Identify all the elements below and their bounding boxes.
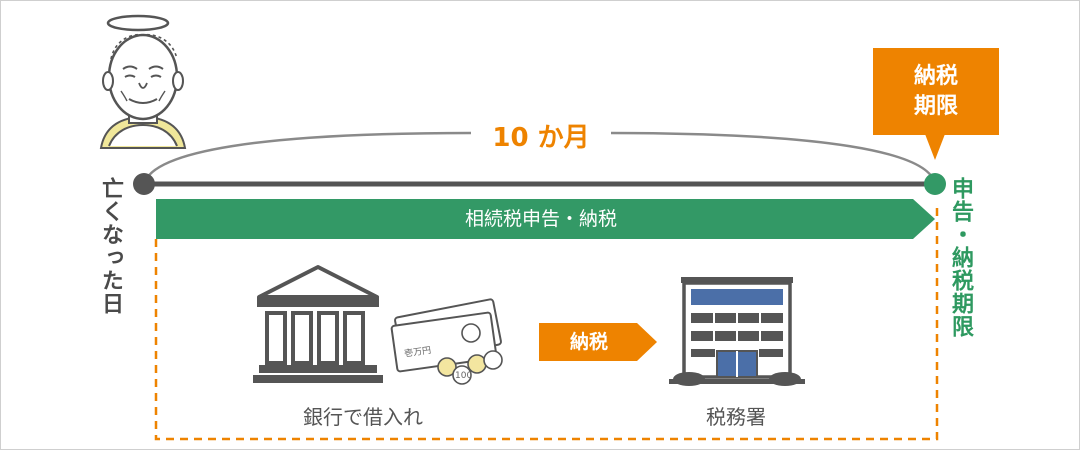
halo-icon [106, 14, 170, 32]
payment-label: 納税 [569, 331, 608, 353]
filing-banner [156, 199, 935, 239]
end-label: 申告・納税期限 [948, 177, 973, 338]
banner-label: 相続税申告・納税 [464, 208, 617, 230]
callout-line2: 期限 [913, 93, 958, 119]
dashed-bracket [154, 207, 939, 441]
money-icon: 壱万円 100 [390, 298, 503, 385]
deceased-person-illustration [99, 14, 187, 149]
tax-office-caption: 税務署 [706, 405, 766, 429]
payment-arrow [539, 323, 657, 361]
period-bracket-left [142, 131, 472, 185]
banknote-text: 壱万円 [403, 344, 431, 360]
bank-icon [253, 265, 383, 383]
callout-tail [925, 134, 945, 160]
start-dot [133, 173, 155, 195]
period-bracket-right [608, 131, 937, 185]
end-dot [924, 173, 946, 195]
callout-line1: 納税 [913, 63, 958, 89]
period-label: 10 か月 [471, 117, 611, 154]
bank-caption: 銀行で借入れ [303, 405, 423, 429]
tax-office-icon [669, 277, 805, 386]
deadline-callout: 納税 期限 [873, 48, 999, 135]
start-label: 亡くなった日 [98, 177, 123, 315]
coin-text: 100 [455, 371, 472, 381]
